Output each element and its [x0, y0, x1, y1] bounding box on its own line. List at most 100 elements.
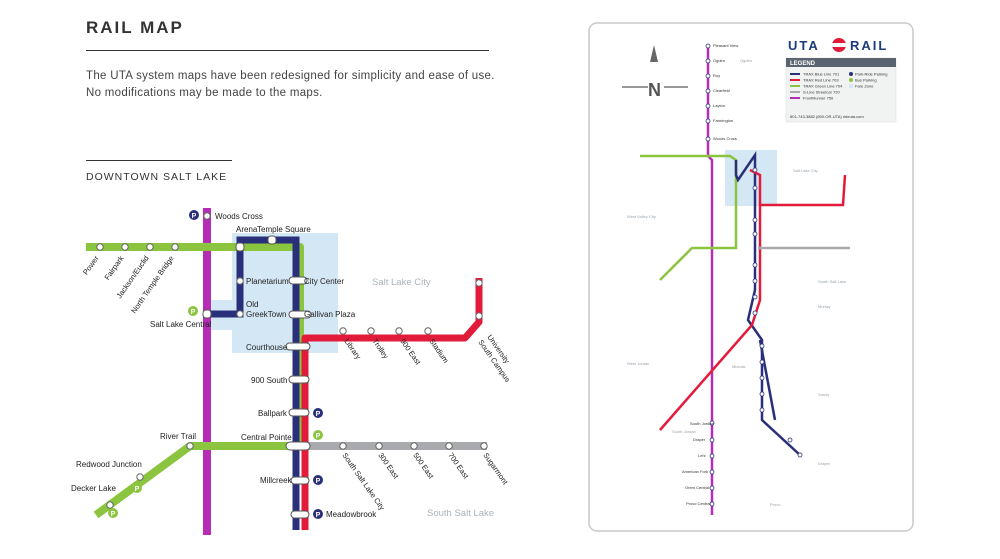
label-sugarmont: Sugarmont [481, 451, 510, 487]
stop-salt-lake-central [202, 309, 212, 319]
legend-item: FrontRunner 750 [803, 96, 834, 101]
sys-station: South Jordan [690, 421, 714, 426]
sys-stop [709, 485, 715, 491]
stop-ballpark [288, 408, 310, 417]
sys-station: Orem Central [685, 485, 709, 490]
label-500-east: 500 East [411, 451, 436, 481]
sys-station: Layton [713, 103, 725, 108]
sys-station: Clearfield [713, 88, 730, 93]
parking-icon [132, 483, 142, 493]
sys-stop [752, 185, 758, 191]
sys-stop [752, 167, 758, 173]
system-blue-draper [758, 339, 777, 421]
stop-300-east [375, 442, 383, 450]
parking-icon [313, 408, 323, 418]
north-label: N [648, 80, 661, 100]
sys-station: Lehi [698, 453, 706, 458]
parking-icon [313, 475, 323, 485]
red-line [301, 278, 483, 530]
sys-stop [759, 407, 765, 413]
label-temple-square: Temple Square [257, 225, 311, 234]
rail-brand: RAIL [850, 38, 888, 53]
stop-ssl-city [339, 442, 347, 450]
sys-stop [752, 278, 758, 284]
sys-stop [705, 58, 711, 64]
legend-item: Park-Ride Parking [855, 72, 887, 77]
north-arrow-icon [650, 45, 658, 62]
sys-stop [709, 501, 715, 507]
parking-icon-label: P [135, 486, 140, 493]
stop-power [96, 243, 104, 251]
stop-fairpark [121, 243, 129, 251]
stop-millcreek [290, 476, 310, 485]
sys-stop [787, 437, 793, 443]
transfer-stations [202, 235, 312, 519]
legend-box [785, 57, 897, 123]
legend-parking-icon [849, 72, 853, 76]
sys-stop [709, 453, 715, 459]
sys-station: Draper [693, 437, 706, 442]
legend-item: TRAX Blue Line 701 [803, 72, 840, 77]
stop-stadium [424, 327, 432, 335]
label-millcreek: Millcreek [260, 476, 293, 485]
parking-icon [108, 508, 118, 518]
system-frontrunner [706, 44, 714, 515]
legend-item: Bus Parking [855, 78, 877, 83]
sys-stop [705, 136, 711, 142]
legend-item: TRAX Red Line 703 [803, 78, 839, 83]
label-old-greektown-1: Old [246, 300, 258, 309]
page-title: RAIL MAP [86, 18, 184, 37]
sys-stop [705, 43, 711, 49]
sys-stop [705, 118, 711, 124]
downtown-zone [232, 233, 338, 353]
sys-area: Murray [818, 304, 830, 309]
sys-stop [709, 437, 715, 443]
legend-item: Fare Zone [855, 84, 874, 89]
label-700-east: 700 East [446, 451, 471, 481]
label-courthouse: Courthouse [246, 343, 288, 352]
stop-temple-square [267, 235, 277, 245]
description: The UTA system maps have been redesigned… [86, 68, 506, 102]
stop-sugarmont [480, 442, 488, 450]
sys-area: Draper [818, 461, 831, 466]
stop-library [339, 327, 347, 335]
sys-stop [752, 262, 758, 268]
sys-station: American Fork [682, 469, 708, 474]
stop-900-south [288, 375, 310, 384]
parking-icon [188, 306, 198, 316]
sys-stop [752, 217, 758, 223]
stop-trolley [367, 327, 375, 335]
label-900-south: 900 South [251, 376, 287, 385]
stop-woods-cross [203, 212, 211, 220]
stop-redwood-junction [136, 473, 144, 481]
label-300-east: 300 East [376, 451, 401, 481]
sys-area: Sandy [818, 392, 829, 397]
legend-item: S-Line Streetcar 720 [803, 90, 840, 95]
label-planetarium: Planetarium [246, 277, 289, 286]
sys-area: West Jordan [627, 361, 649, 366]
sys-station: Roy [713, 73, 720, 78]
stop-900-east [395, 327, 403, 335]
sys-area: South Salt Lake [818, 279, 847, 284]
sys-stop [752, 294, 758, 300]
stop-city-center [288, 276, 308, 285]
sys-stop [709, 420, 715, 426]
parking-symbols: P P P P P P P P [108, 210, 323, 519]
label-river-trail: River Trail [160, 432, 196, 441]
parking-icon-label: P [316, 411, 321, 418]
stop-university-north [475, 279, 483, 287]
uta-brand: UTA [788, 38, 820, 53]
sys-stop [705, 88, 711, 94]
sys-stop [705, 103, 711, 109]
sys-area: Provo [770, 502, 781, 507]
sys-stop [752, 310, 758, 316]
stop-old-greektown [236, 310, 244, 318]
section-subtitle: DOWNTOWN SALT LAKE [86, 171, 228, 183]
stop-river-trail [186, 442, 194, 450]
stop-university [475, 312, 483, 320]
label-salt-lake-central: Salt Lake Central [150, 320, 212, 329]
sys-stop [705, 73, 711, 79]
stop-700-east [445, 442, 453, 450]
stop-arena [235, 242, 245, 252]
